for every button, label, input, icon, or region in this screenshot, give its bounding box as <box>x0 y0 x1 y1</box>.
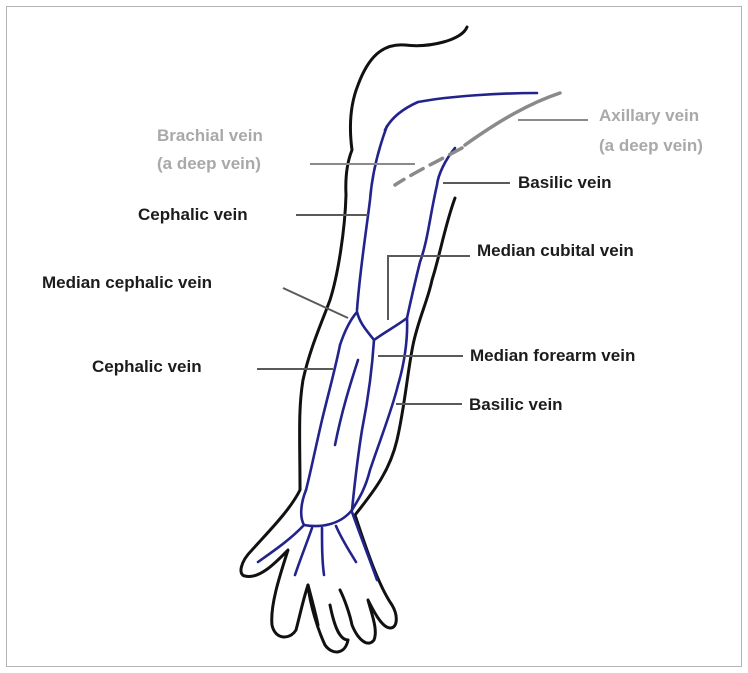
arm-outline-right <box>340 198 455 643</box>
deep-veins <box>395 93 560 185</box>
median-cubital-vein-path <box>357 312 407 340</box>
hand-vein-4 <box>336 526 356 562</box>
brachial-vein-label: Brachial vein <box>157 126 263 146</box>
leader-median-cephalic <box>283 288 348 318</box>
veins <box>258 93 537 580</box>
median-cephalic-branch <box>340 312 357 345</box>
median-cephalic-vein-label: Median cephalic vein <box>42 273 212 293</box>
wrist-arch-vein <box>301 490 352 526</box>
basilic-vein-upper-label: Basilic vein <box>518 173 612 193</box>
cephalic-vein-upper-label: Cephalic vein <box>138 205 248 225</box>
median-cubital-vein-label: Median cubital vein <box>477 241 634 261</box>
hand-vein-2 <box>295 528 312 575</box>
cephalic-vein-forearm-path <box>306 345 340 490</box>
axillary-vein-label: Axillary vein <box>599 106 699 126</box>
cephalic-vein-lower-label: Cephalic vein <box>92 357 202 377</box>
hand-vein-5 <box>352 512 377 580</box>
basilic-vein-lower-label: Basilic vein <box>469 395 563 415</box>
forearm-inner-vein <box>335 360 358 445</box>
axillary-vein-note: (a deep vein) <box>599 136 703 156</box>
hand-vein-3 <box>322 528 324 575</box>
median-forearm-vein-label: Median forearm vein <box>470 346 635 366</box>
axillary-cephalic-top-vein <box>385 93 537 130</box>
brachial-vein-note: (a deep vein) <box>157 154 261 174</box>
cephalic-vein-upper-path <box>357 126 387 310</box>
brachial-deep-vein-dashed <box>395 148 462 185</box>
